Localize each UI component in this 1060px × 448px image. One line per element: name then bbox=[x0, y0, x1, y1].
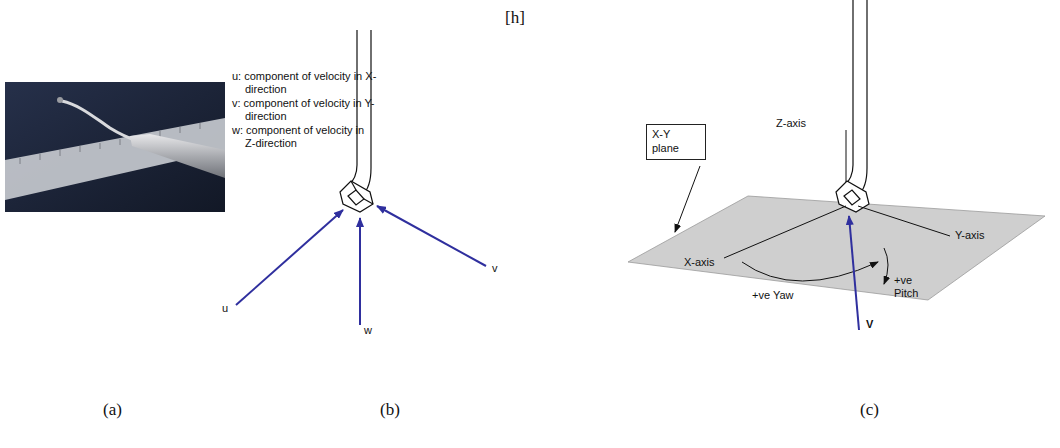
velocity-vector bbox=[849, 216, 859, 330]
axis-label: X-axis bbox=[684, 256, 715, 269]
axis-label: Z-axis bbox=[776, 117, 806, 130]
legend-text: u: component of velocity in X-direction bbox=[232, 70, 377, 96]
figure-tag: [h] bbox=[505, 8, 525, 28]
vector-label: V bbox=[866, 318, 873, 331]
probe-sketch-b bbox=[340, 30, 373, 212]
box-text: X-Y plane bbox=[652, 128, 700, 156]
angle-label: +ve Yaw bbox=[752, 289, 793, 302]
axes bbox=[675, 130, 950, 284]
panel-label: (b) bbox=[380, 400, 400, 420]
callout-box: X-Y plane bbox=[646, 124, 706, 160]
legend-text: v: component of velocity in Y-direction bbox=[232, 97, 377, 123]
panel-label: (a) bbox=[103, 400, 122, 420]
axis-label: Y-axis bbox=[955, 229, 985, 242]
component-label: v bbox=[492, 262, 498, 275]
legend-text: w: component of velocity in Z-direction bbox=[232, 124, 377, 150]
component-label: w bbox=[364, 324, 372, 337]
panel-label: (c) bbox=[860, 400, 879, 420]
angle-label: +ve Pitch bbox=[894, 274, 928, 300]
probe-sketch-c bbox=[836, 0, 869, 212]
component-label: u bbox=[222, 302, 228, 315]
xy-plane bbox=[628, 196, 1045, 300]
velocity-arrows bbox=[236, 206, 486, 325]
probe-photo bbox=[5, 82, 225, 212]
